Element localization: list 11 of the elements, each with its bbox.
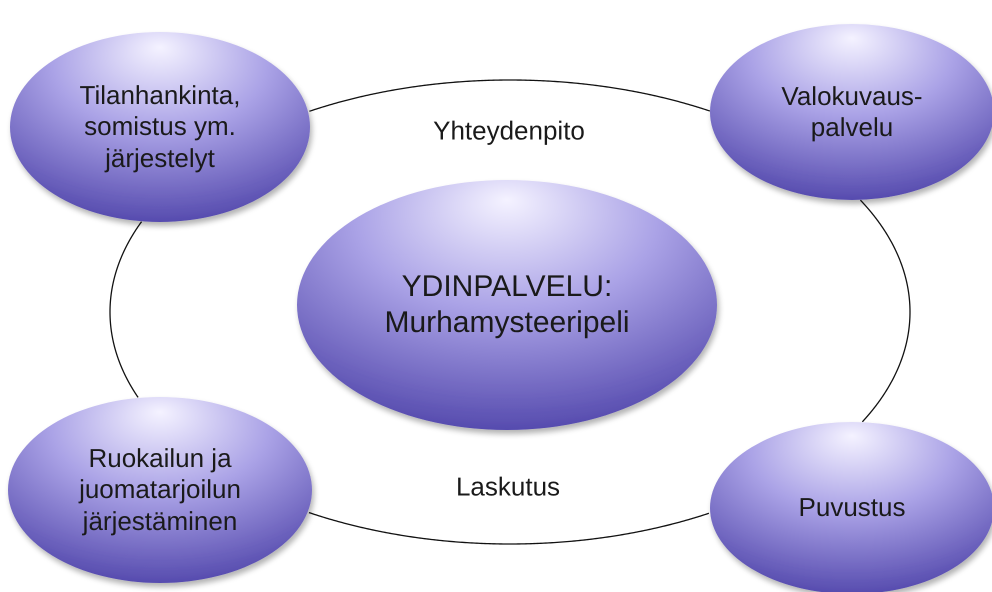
ellipse-label: Ruokailun ja juomatarjoilun järjestäminen [78,443,242,537]
connector-arc [109,221,142,398]
connector-arc [860,200,911,422]
connector-arc [309,79,710,112]
ellipse-label: Puvustus [798,492,906,524]
ring-label: Laskutus [456,472,560,502]
ellipse-label: YDINPALVELU: Murhamysteeripeli [383,269,631,341]
ellipse-label: Tilanhankinta, somistus ym. järjestelyt [78,80,242,174]
connector-arc [308,512,710,545]
ellipse-label: Valokuvaus- palvelu [780,80,924,144]
ring-label: Yhteydenpito [433,116,585,146]
